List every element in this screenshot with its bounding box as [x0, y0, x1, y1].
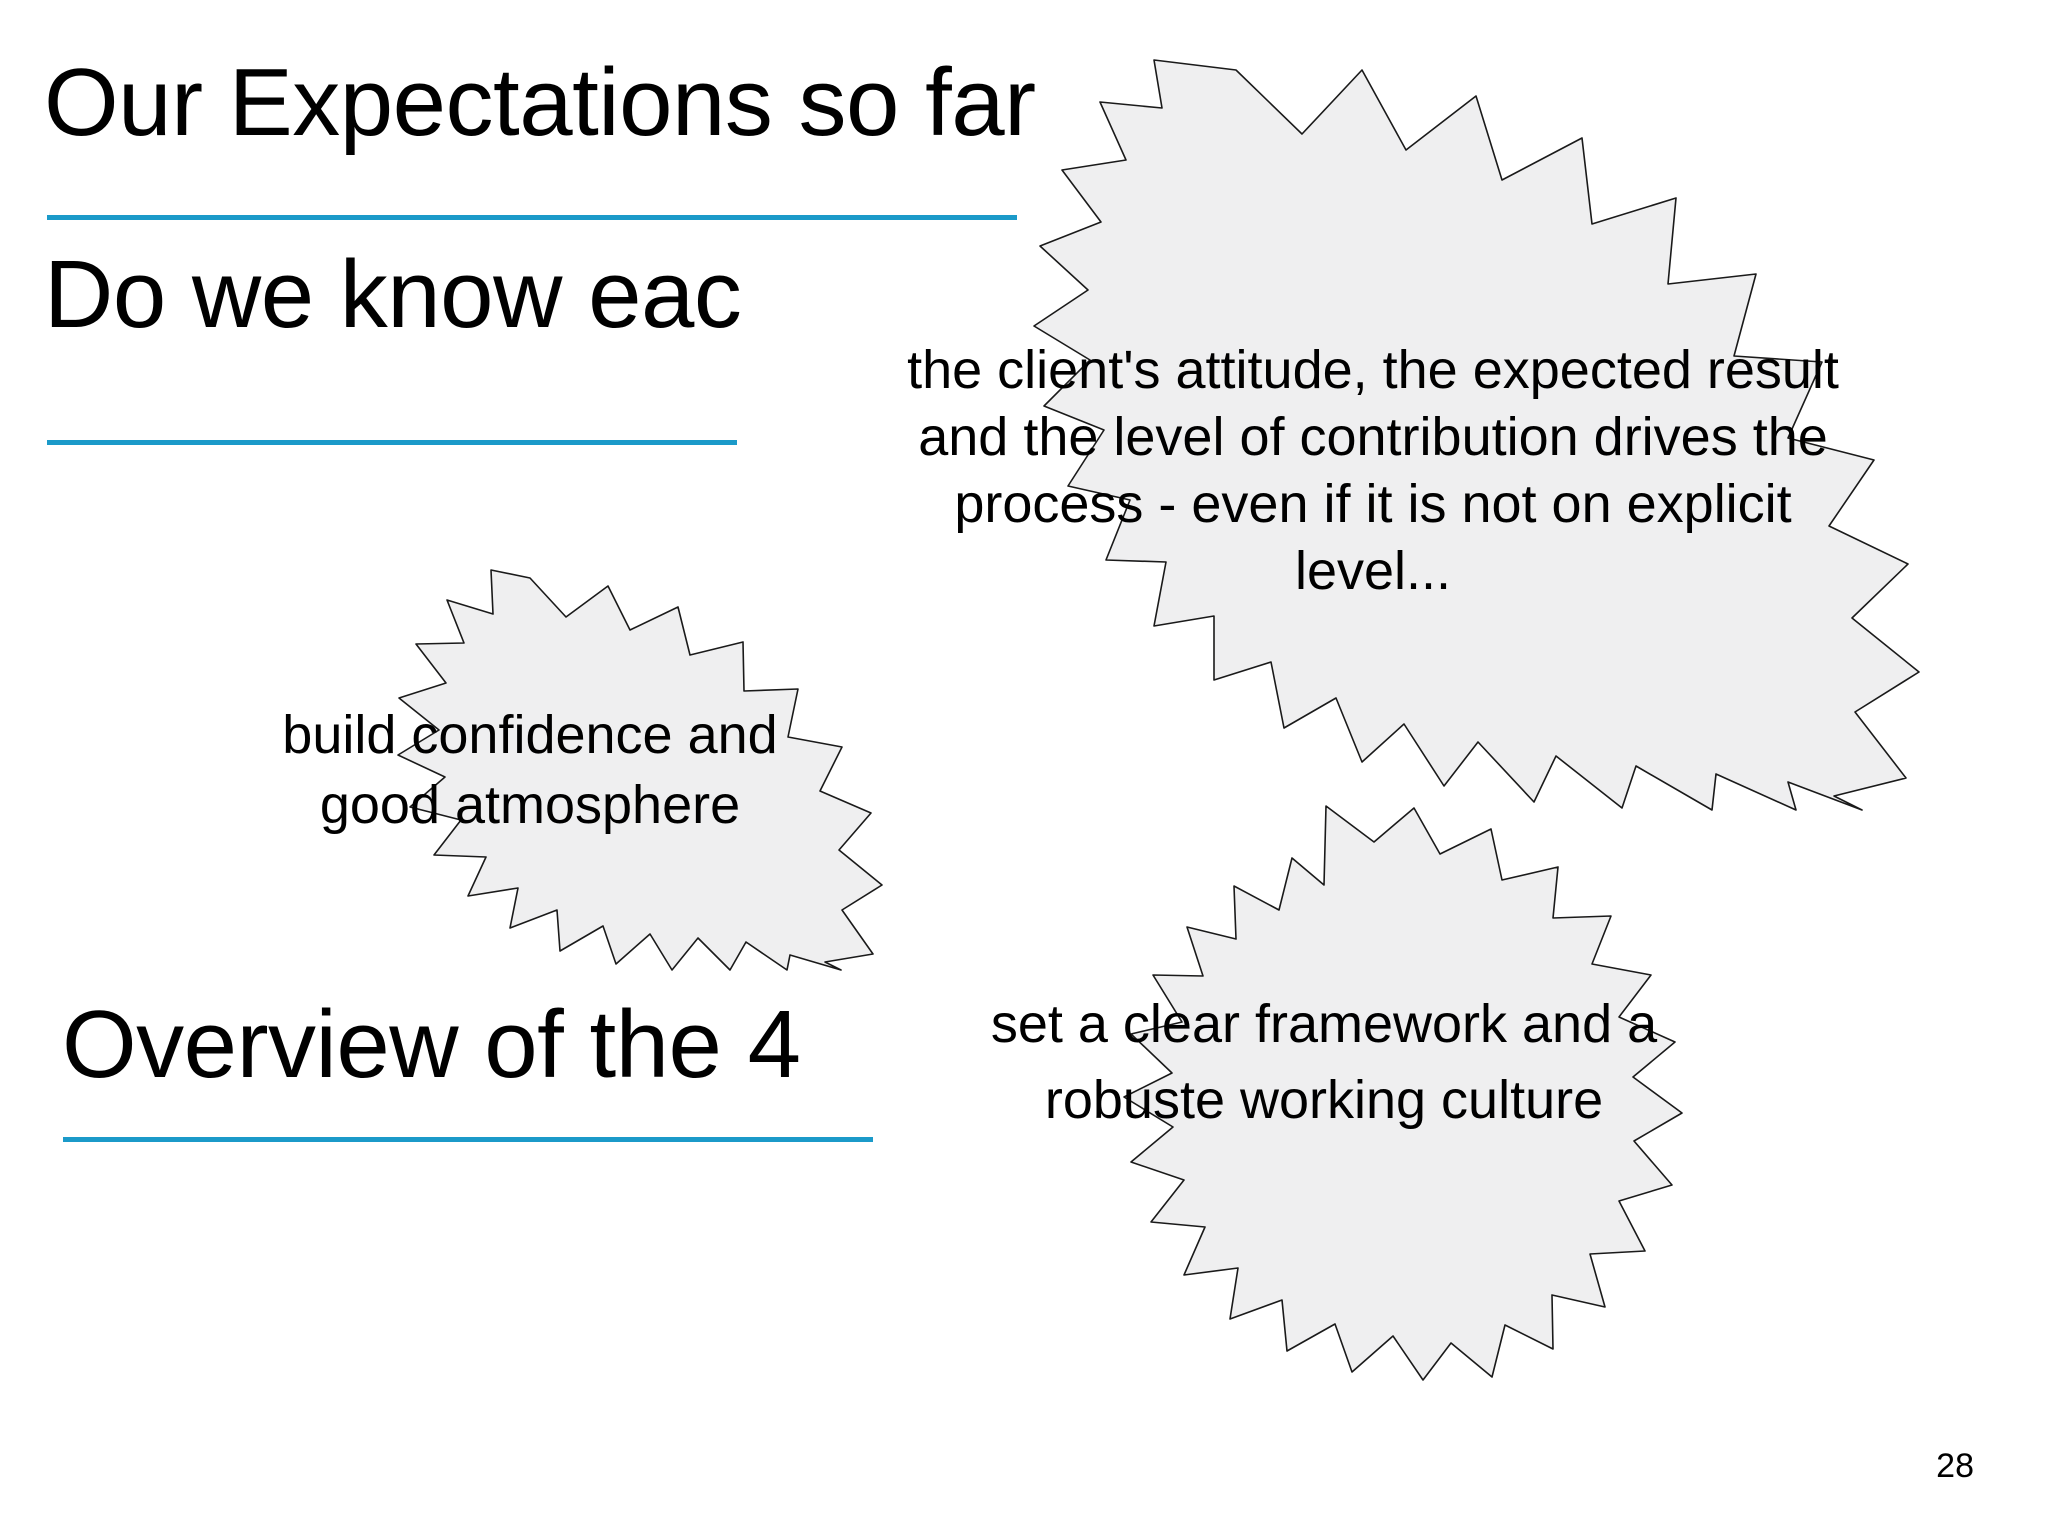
page-number: 28 — [1936, 1447, 1974, 1485]
callout-bottom-text: set a clear framework and a robuste work… — [990, 994, 1658, 1130]
callout-main-text: the client's attitude, the expected resu… — [907, 340, 1839, 601]
section-heading-underline-rule-3 — [63, 1137, 873, 1142]
callout-build-confidence: build confidence and good atmosphere — [160, 569, 900, 971]
section-heading-underline-rule-2 — [47, 440, 737, 445]
callout-clear-framework: set a clear framework and a robuste work… — [874, 800, 1774, 1381]
section-heading-overview: Overview of the 4 — [62, 991, 801, 1098]
starburst-shape-bottom — [1123, 805, 1683, 1381]
starburst-shape-main — [1033, 59, 1920, 811]
callout-client-attitude: the client's attitude, the expected resu… — [716, 59, 2030, 811]
page-title: Our Expectations so far — [44, 49, 1036, 156]
section-heading-do-we-know: Do we know eac — [44, 241, 742, 348]
callout-left-text: build confidence and good atmosphere — [282, 705, 778, 835]
title-underline-rule — [47, 215, 1017, 220]
starburst-shape-left — [397, 569, 883, 971]
